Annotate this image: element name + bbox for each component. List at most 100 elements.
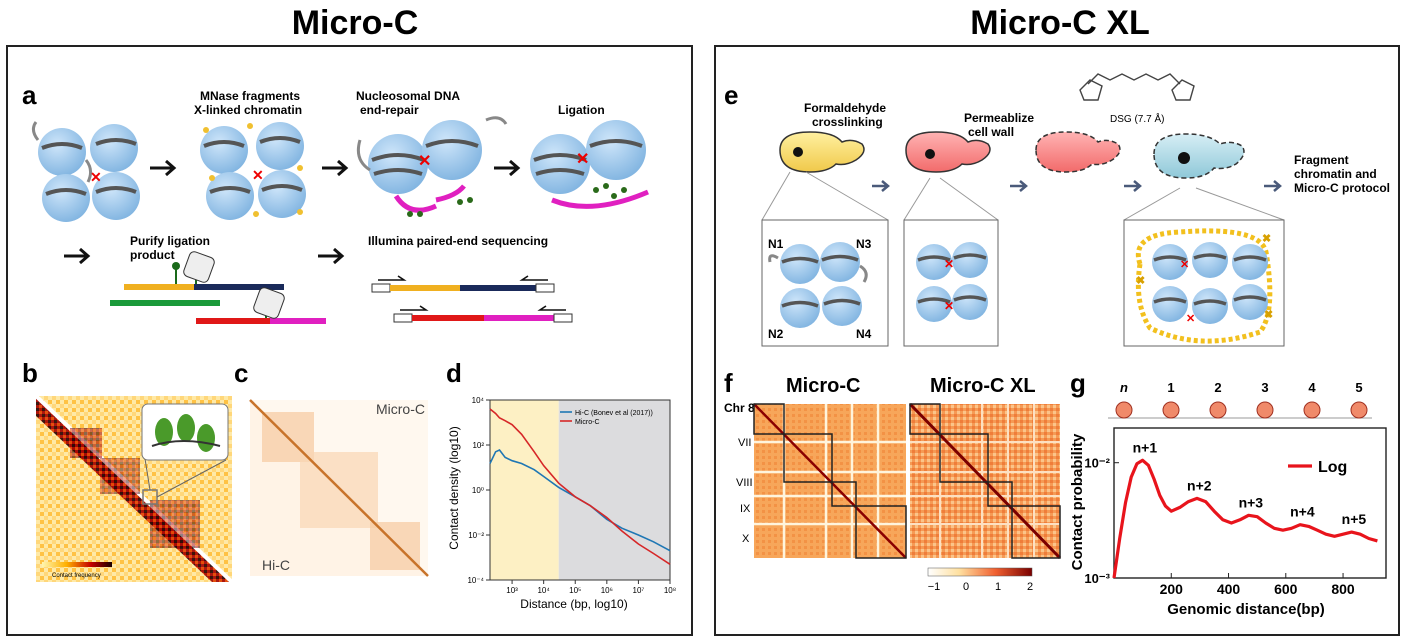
chart-g-series-line xyxy=(1112,458,1378,579)
purify-line-2: product xyxy=(130,248,175,262)
svg-text:✖: ✖ xyxy=(1264,309,1273,321)
chart-d-legend-label: Micro-C xyxy=(575,419,600,426)
nucleosome-box-1 xyxy=(761,219,889,347)
microc-hic-heatmap xyxy=(249,399,429,577)
chart-g-peak-label: n+4 xyxy=(1290,504,1315,520)
map-title-microcxl: Micro-C XL xyxy=(930,375,1036,397)
index-label: n xyxy=(1120,380,1128,395)
dsg-structure xyxy=(1079,73,1195,101)
index-label: 1 xyxy=(1167,380,1174,395)
chart-d-xlabel: Distance (bp, log10) xyxy=(520,597,627,611)
chart-d-series-line xyxy=(489,449,671,552)
arrow-a5 xyxy=(318,247,345,265)
svg-text:✕: ✕ xyxy=(418,153,431,170)
chr-label: Chr 8 xyxy=(724,401,755,415)
arrow-a1 xyxy=(150,159,177,177)
svg-text:✕: ✕ xyxy=(944,257,954,271)
index-nucleosome-icon xyxy=(1350,401,1368,419)
svg-text:✕: ✕ xyxy=(90,169,102,185)
svg-text:✖: ✖ xyxy=(1136,275,1145,287)
nuc-label-n4: N4 xyxy=(856,327,872,341)
panel-c-letter: c xyxy=(234,358,248,388)
chart-g-peak-label: n+2 xyxy=(1187,477,1212,493)
svg-text:✖: ✖ xyxy=(1262,233,1271,245)
step-label-4: end-repair xyxy=(360,103,419,117)
svg-text:✕: ✕ xyxy=(944,299,954,313)
chart-d-ytick-label: 10² xyxy=(472,441,484,450)
chart-g-xtick-label: 600 xyxy=(1274,581,1298,597)
left-frame xyxy=(6,45,693,636)
step-e3-line3: Micro-C protocol xyxy=(1294,181,1390,195)
row-label-vii: VII xyxy=(738,437,751,449)
step-e1-line2: crosslinking xyxy=(812,115,883,129)
arrow-e4 xyxy=(1264,180,1282,192)
row-label-ix: IX xyxy=(740,503,751,515)
index-nucleosome-icon xyxy=(1256,401,1274,419)
chart-d-ytick-label: 10⁰ xyxy=(472,486,484,495)
chart-d-series-line xyxy=(489,408,671,565)
arrow-a2 xyxy=(322,159,349,177)
step-e1-line1: Formaldehyde xyxy=(804,101,886,115)
chart-g-ytick-label: 10⁻² xyxy=(1084,456,1110,471)
chart-g-xtick-label: 800 xyxy=(1331,581,1355,597)
nucleosome-pair-3: ✕ xyxy=(356,116,508,217)
chart-g-legend-label: Log xyxy=(1318,459,1347,476)
svg-text:✕: ✕ xyxy=(1180,259,1189,271)
map-title-microc: Micro-C xyxy=(786,375,860,397)
arrow-e1 xyxy=(872,180,890,192)
chart-g-ytick-label: 10⁻³ xyxy=(1084,571,1110,586)
zoom-lines xyxy=(761,171,1285,221)
heatmap-microcxl xyxy=(908,402,1062,577)
index-nucleosome-icon xyxy=(1303,401,1321,419)
step-e2-line2: cell wall xyxy=(968,125,1014,139)
svg-text:✕: ✕ xyxy=(576,151,589,168)
index-nucleosome-icon xyxy=(1162,401,1180,419)
cell-red xyxy=(905,131,991,173)
sequencing-label: Illumina paired-end sequencing xyxy=(368,234,548,248)
arrow-a4 xyxy=(64,247,91,265)
chart-g-frame xyxy=(1113,427,1387,579)
chart-g-xtick-label: 200 xyxy=(1160,581,1184,597)
short-range-band xyxy=(490,400,559,580)
nucleosome-cluster-1: ✕ xyxy=(31,121,140,222)
chart-d-xtick-label: 10⁸ xyxy=(664,586,676,595)
hic-heatmap-b xyxy=(34,394,234,584)
nuc-label-n3: N3 xyxy=(856,237,872,251)
step-e2-line1: Permeablize xyxy=(964,111,1034,125)
nuc-label-n2: N2 xyxy=(768,327,784,341)
index-label: 3 xyxy=(1261,380,1268,395)
cell-red-permeable xyxy=(1035,131,1121,173)
panel-e-letter: e xyxy=(724,80,738,110)
step-label-5: Ligation xyxy=(558,103,605,117)
nucleosome-pair-4: ✕ xyxy=(530,120,649,209)
index-label: 4 xyxy=(1308,380,1316,395)
row-label-viii: VIII xyxy=(736,477,753,489)
nuc-label-n1: N1 xyxy=(768,237,784,251)
chart-d-ytick-label: 10⁴ xyxy=(472,396,485,405)
chart-d-xtick-label: 10⁴ xyxy=(537,586,550,595)
index-label: 2 xyxy=(1214,380,1221,395)
svg-text:✕: ✕ xyxy=(252,167,264,183)
nucleosome-cluster-2: ✕ xyxy=(200,122,306,220)
step-e3-line2: chromatin and xyxy=(1294,167,1377,181)
dsg-label: DSG (7.7 Å) xyxy=(1110,112,1164,125)
colorbar-b-label: Contact frequency xyxy=(52,573,101,579)
cbar-tick-1: 1 xyxy=(995,581,1001,593)
cbar-tick-m1: −1 xyxy=(928,581,941,593)
nucleosome-box-2: ✕ ✕ xyxy=(903,219,999,347)
index-nucleosome-icon xyxy=(1115,401,1133,419)
panel-b-letter: b xyxy=(22,358,38,388)
nucleosome-box-3: ✕ ✕ ✖ ✖ ✖ xyxy=(1123,219,1285,347)
row-label-x: X xyxy=(742,533,750,545)
chart-d-ytick-label: 10⁻⁴ xyxy=(467,576,484,585)
map-top-label: Micro-C xyxy=(376,401,425,417)
long-range-band xyxy=(558,400,670,580)
cbar-tick-0: 0 xyxy=(963,581,969,593)
right-frame xyxy=(714,45,1400,636)
chart-d-legend-label: Hi-C (Bonev et al (2017)) xyxy=(575,410,653,417)
arrow-a3 xyxy=(494,159,521,177)
index-nucleosome-icon xyxy=(1209,401,1227,419)
